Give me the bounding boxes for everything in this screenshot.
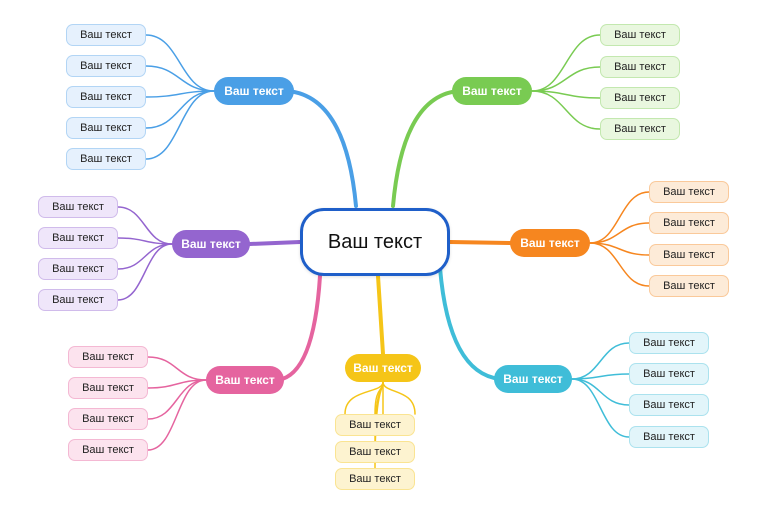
- connector-yellow-drop-right: [382, 381, 416, 415]
- leaf-node-green-2[interactable]: Ваш текст: [600, 56, 680, 78]
- leaf-node-pink-1[interactable]: Ваш текст: [68, 346, 148, 368]
- connector-pink-leaf-4: [147, 379, 207, 451]
- branch-node-orange[interactable]: Ваш текст: [510, 229, 590, 257]
- connector-cyan-leaf-1: [571, 342, 630, 380]
- connector-center-yellow: [376, 274, 385, 356]
- leaf-node-orange-1[interactable]: Ваш текст: [649, 181, 729, 203]
- leaf-node-purple-3[interactable]: Ваш текст: [38, 258, 118, 280]
- connector-pink-leaf-1: [147, 356, 207, 381]
- branch-node-pink[interactable]: Ваш текст: [206, 366, 284, 394]
- branch-node-yellow[interactable]: Ваш текст: [345, 354, 421, 382]
- connector-purple-leaf-4: [117, 243, 173, 301]
- connector-blue-leaf-2: [145, 65, 215, 92]
- branch-node-green[interactable]: Ваш текст: [452, 77, 532, 105]
- leaf-node-pink-4[interactable]: Ваш текст: [68, 439, 148, 461]
- connector-orange-leaf-1: [589, 191, 650, 244]
- leaf-node-green-1[interactable]: Ваш текст: [600, 24, 680, 46]
- leaf-node-yellow-2[interactable]: Ваш текст: [335, 441, 415, 463]
- branch-node-blue[interactable]: Ваш текст: [214, 77, 294, 105]
- leaf-node-purple-4[interactable]: Ваш текст: [38, 289, 118, 311]
- leaf-node-green-4[interactable]: Ваш текст: [600, 118, 680, 140]
- leaf-node-yellow-1[interactable]: Ваш текст: [335, 414, 415, 436]
- connector-cyan-leaf-4: [571, 378, 630, 438]
- connector-center-blue: [286, 89, 358, 208]
- leaf-node-green-3[interactable]: Ваш текст: [600, 87, 680, 109]
- connector-pink-leaf-3: [147, 379, 207, 420]
- leaf-node-yellow-3[interactable]: Ваш текст: [335, 468, 415, 490]
- leaf-node-blue-1[interactable]: Ваш текст: [66, 24, 146, 46]
- connector-center-pink: [276, 274, 322, 382]
- central-topic-node[interactable]: Ваш текст: [300, 208, 450, 276]
- leaf-node-cyan-1[interactable]: Ваш текст: [629, 332, 709, 354]
- connector-cyan-leaf-2: [571, 373, 630, 380]
- connector-green-leaf-2: [531, 66, 601, 92]
- leaf-node-orange-3[interactable]: Ваш текст: [649, 244, 729, 266]
- leaf-node-blue-5[interactable]: Ваш текст: [66, 148, 146, 170]
- connector-orange-leaf-2: [589, 222, 650, 244]
- connector-blue-leaf-5: [145, 90, 215, 160]
- leaf-node-purple-2[interactable]: Ваш текст: [38, 227, 118, 249]
- branch-node-cyan[interactable]: Ваш текст: [494, 365, 572, 393]
- leaf-node-blue-2[interactable]: Ваш текст: [66, 55, 146, 77]
- leaf-node-blue-3[interactable]: Ваш текст: [66, 86, 146, 108]
- leaf-node-orange-4[interactable]: Ваш текст: [649, 275, 729, 297]
- leaf-node-purple-1[interactable]: Ваш текст: [38, 196, 118, 218]
- leaf-node-cyan-2[interactable]: Ваш текст: [629, 363, 709, 385]
- connector-green-leaf-1: [531, 34, 601, 92]
- connector-yellow-drop-left: [344, 381, 384, 415]
- connector-cyan-leaf-3: [571, 378, 630, 406]
- leaf-node-cyan-3[interactable]: Ваш текст: [629, 394, 709, 416]
- connector-center-purple: [248, 240, 302, 246]
- leaf-node-cyan-4[interactable]: Ваш текст: [629, 426, 709, 448]
- connector-center-green: [391, 89, 460, 208]
- leaf-node-pink-3[interactable]: Ваш текст: [68, 408, 148, 430]
- leaf-node-blue-4[interactable]: Ваш текст: [66, 117, 146, 139]
- connector-blue-leaf-4: [145, 90, 215, 129]
- leaf-node-pink-2[interactable]: Ваш текст: [68, 377, 148, 399]
- connector-green-leaf-4: [531, 90, 601, 130]
- connector-purple-leaf-3: [117, 243, 173, 270]
- connector-blue-leaf-1: [145, 34, 215, 92]
- branch-node-purple[interactable]: Ваш текст: [172, 230, 250, 258]
- connector-purple-leaf-1: [117, 206, 173, 245]
- connector-center-orange: [448, 240, 512, 245]
- connector-purple-leaf-2: [117, 237, 173, 245]
- leaf-node-orange-2[interactable]: Ваш текст: [649, 212, 729, 234]
- connector-center-cyan: [438, 266, 502, 381]
- connector-orange-leaf-4: [589, 242, 650, 287]
